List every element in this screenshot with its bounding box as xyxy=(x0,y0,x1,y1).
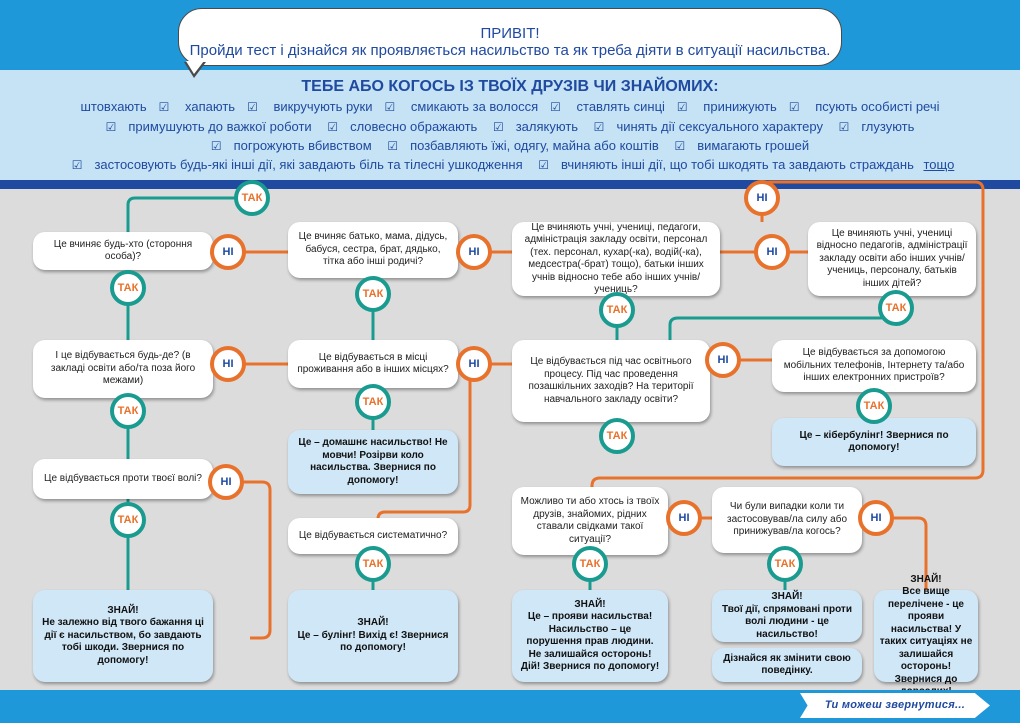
list-item: викручують руки xyxy=(273,99,373,114)
answer-yes-badge: ТАК xyxy=(355,546,391,582)
checkbox-icon: ☑ xyxy=(676,100,688,114)
outcome-text: Це – прояви насильства! Насильство – це … xyxy=(520,611,660,672)
checkbox-icon: ☑ xyxy=(158,100,170,114)
outcome-all-above: ЗНАЙ! Все вище перелічене - це прояви на… xyxy=(874,574,978,697)
answer-yes-badge: ТАК xyxy=(110,502,146,538)
answer-no-badge: НІ xyxy=(666,500,702,536)
outcome-bullying: ЗНАЙ! Це – булінг! Вихід є! Звернися по … xyxy=(288,590,458,682)
question-school-people: Це вчиняють учні, учениці, педагоги, адм… xyxy=(512,222,720,296)
list-item: погрожують вбивством xyxy=(233,138,372,153)
checkbox-icon: ☑ xyxy=(247,100,258,114)
intro-line-3: ☑ погрожують вбивством ☑ позбавляють їжі, … xyxy=(0,138,1020,153)
outcome-witness: ЗНАЙ! Це – прояви насильства! Насильство… xyxy=(512,590,668,682)
answer-no-badge: НІ xyxy=(754,234,790,270)
answer-yes-badge: ТАК xyxy=(599,292,635,328)
checkbox-icon: ☑ xyxy=(593,120,605,134)
checkbox-icon: ☑ xyxy=(105,120,117,134)
list-item: словесно ображають xyxy=(350,119,478,134)
question-devices: Це відбувається за допомогою мобільних т… xyxy=(772,340,976,392)
answer-no-badge: НІ xyxy=(210,346,246,382)
section-divider xyxy=(0,180,1020,189)
outcome-know-violence: ЗНАЙ! Не залежно від твого бажання ці ді… xyxy=(33,590,213,682)
outcome-title: ЗНАЙ! xyxy=(574,598,606,610)
question-you-did: Чи були випадки коли ти застосовував/ла … xyxy=(712,487,862,553)
outcome-title: ЗНАЙ! xyxy=(357,617,389,629)
checkbox-icon: ☑ xyxy=(550,100,561,114)
answer-yes-badge: ТАК xyxy=(572,546,608,582)
list-item: смикають за волосся xyxy=(410,99,539,114)
list-item: чинять дії сексуального характеру xyxy=(616,119,823,134)
question-against-will: Це відбувається проти твоєї волі? xyxy=(33,459,213,499)
checkbox-icon: ☑ xyxy=(492,120,504,134)
outcome-title: ЗНАЙ! xyxy=(107,604,139,616)
checkbox-icon: ☑ xyxy=(788,100,800,114)
outcome-title: ЗНАЙ! xyxy=(910,573,942,585)
list-item: псують особисті речі xyxy=(815,99,940,114)
outcome-text: Це – булінг! Вихід є! Звернися по допомо… xyxy=(297,629,449,654)
question-anyone: Це вчиняє будь-хто (стороння особа)? xyxy=(33,232,213,270)
outcome-domestic: Це – домашнє насильство! Не мовчи! Розір… xyxy=(288,430,458,494)
outcome-your-actions: ЗНАЙ! Твої дії, спрямовані проти волі лю… xyxy=(712,590,862,642)
speech-bubble: ПРИВІТ! Пройди тест і дізнайся як проявл… xyxy=(178,8,842,66)
checkbox-icon: ☑ xyxy=(387,139,399,153)
list-item: позбавляють їжі, одягу, майна або коштів xyxy=(410,138,659,153)
list-item: вимагають грошей xyxy=(697,138,810,153)
outcome-text: Твої дії, спрямовані проти волі людини -… xyxy=(722,603,852,640)
greeting: ПРИВІТ! xyxy=(480,25,540,42)
checkbox-icon: ☑ xyxy=(838,120,850,134)
answer-yes-badge: ТАК xyxy=(355,276,391,312)
answer-no-badge: НІ xyxy=(456,234,492,270)
answer-yes-badge: ТАК xyxy=(878,290,914,326)
answer-yes-badge: ТАК xyxy=(856,388,892,424)
list-item: залякують xyxy=(515,119,579,134)
checkbox-icon: ☑ xyxy=(71,158,83,172)
list-item: штовхають xyxy=(80,99,147,114)
outcome-text: Все вище перелічене - це прояви насильст… xyxy=(879,586,973,697)
list-item: ставлять синці xyxy=(576,99,665,114)
answer-yes-badge: ТАК xyxy=(599,418,635,454)
checkbox-icon: ☑ xyxy=(384,100,396,114)
subtitle: Пройди тест і дізнайся як проявляється н… xyxy=(189,42,831,59)
outcome-title: ЗНАЙ! xyxy=(771,591,803,602)
answer-no-badge: НІ xyxy=(744,180,780,216)
answer-yes-badge: ТАК xyxy=(110,270,146,306)
list-item: вчиняють інші дії, що тобі шкодять та за… xyxy=(561,157,914,172)
help-contacts-button[interactable]: Ти можеш звернутися... xyxy=(800,693,990,718)
answer-no-badge: НІ xyxy=(705,342,741,378)
answer-yes-badge: ТАК xyxy=(110,393,146,429)
list-item: застосовують будь-які інші дії, які завд… xyxy=(94,157,523,172)
question-students-vs: Це вчиняють учні, учениці відносно педаг… xyxy=(808,222,976,296)
answer-no-badge: НІ xyxy=(858,500,894,536)
list-item: хапають xyxy=(185,99,236,114)
question-witness: Можливо ти або хтось із твоїх друзів, зн… xyxy=(512,487,668,555)
answer-yes-badge: ТАК xyxy=(767,546,803,582)
checkbox-icon: ☑ xyxy=(674,139,686,153)
checkbox-icon: ☑ xyxy=(210,139,222,153)
answer-yes-badge: ТАК xyxy=(234,180,270,216)
outcome-text: Не залежно від твого бажання ці дії є на… xyxy=(42,617,204,666)
question-edu-process: Це відбувається під час освітнього проце… xyxy=(512,340,710,422)
question-residence: Це відбувається в місці проживання або в… xyxy=(288,340,458,388)
checkbox-icon: ☑ xyxy=(327,120,339,134)
list-item: принижують xyxy=(703,99,777,114)
outcome-change-behavior: Дізнайся як змінити свою поведінку. xyxy=(712,648,862,682)
answer-no-badge: НІ xyxy=(456,346,492,382)
intro-line-2: ☑ примушують до важкої роботи ☑ словесно о… xyxy=(0,119,1020,134)
answer-no-badge: НІ xyxy=(208,464,244,500)
answer-no-badge: НІ xyxy=(210,234,246,270)
answer-yes-badge: ТАК xyxy=(355,384,391,420)
question-anywhere: І це відбувається будь-де? (в закладі ос… xyxy=(33,340,213,398)
intro-line-1: штовхають ☑ хапають ☑ викручують руки ☑ сми… xyxy=(0,99,1020,114)
list-item: примушують до важкої роботи xyxy=(128,119,312,134)
tosho-link[interactable]: тощо xyxy=(923,157,955,172)
list-item: глузують xyxy=(861,119,915,134)
intro-line-4: ☑ застосовують будь-які інші дії, які зав… xyxy=(0,157,1020,172)
checkbox-icon: ☑ xyxy=(538,158,550,172)
question-family: Це вчиняє батько, мама, дідусь, бабуся, … xyxy=(288,222,458,278)
outcome-cyber: Це – кібербулінг! Звернися по допомогу! xyxy=(772,418,976,466)
intro-heading: ТЕБЕ АБО КОГОСЬ ІЗ ТВОЇХ ДРУЗІВ ЧИ ЗНАЙО… xyxy=(301,78,719,95)
